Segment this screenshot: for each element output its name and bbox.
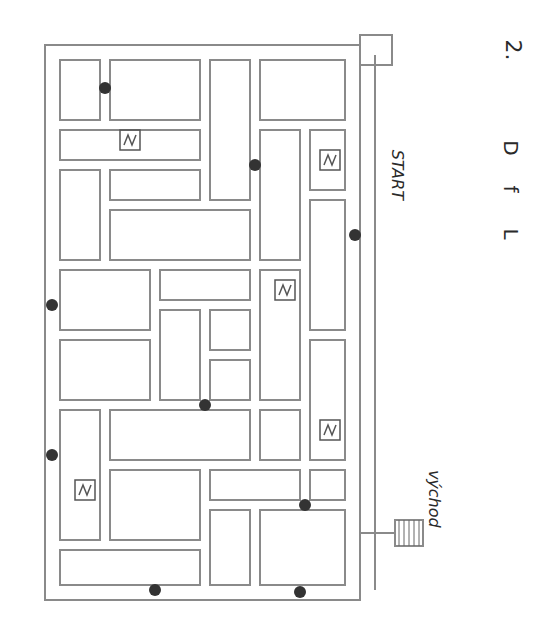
maze-block: [110, 210, 250, 260]
maze-block: [160, 310, 200, 400]
maze-block: [260, 510, 345, 585]
symbol-boxes: [75, 130, 340, 500]
maze-label: START: [388, 150, 406, 200]
maze-block: [60, 340, 150, 400]
maze-block: [210, 360, 250, 400]
maze-label: f: [500, 185, 522, 192]
maze-block: [310, 130, 345, 190]
maze-wall: [374, 55, 376, 590]
maze-block: [60, 270, 150, 330]
maze-block: [60, 550, 200, 585]
exit-path: [360, 532, 395, 534]
maze-block: [60, 170, 100, 260]
maze-block: [110, 170, 200, 200]
maze-block: [110, 410, 250, 460]
maze-label: 2.: [500, 40, 524, 61]
maze-block: [310, 200, 345, 330]
maze-block: [160, 270, 250, 300]
maze-block: [260, 410, 300, 460]
maze-label: L: [500, 228, 522, 239]
maze-block: [260, 60, 345, 120]
maze-block: [260, 270, 300, 400]
maze-block: [60, 410, 100, 540]
maze-block: [110, 60, 200, 120]
maze-block: [210, 470, 300, 500]
maze-block: [210, 310, 250, 350]
maze-block: [260, 130, 300, 260]
maze-dots: [46, 82, 361, 598]
maze-block: [310, 470, 345, 500]
maze-block: [210, 510, 250, 585]
start-box: [360, 35, 392, 65]
exit-gate: [395, 520, 423, 546]
maze-label: východ: [425, 470, 443, 528]
maze-block: [310, 340, 345, 460]
maze-block: [210, 60, 250, 200]
maze-border: [45, 45, 360, 600]
maze-block: [110, 470, 200, 540]
maze-block: [60, 60, 100, 120]
maze-block: [60, 130, 200, 160]
maze-label: D: [500, 140, 522, 155]
